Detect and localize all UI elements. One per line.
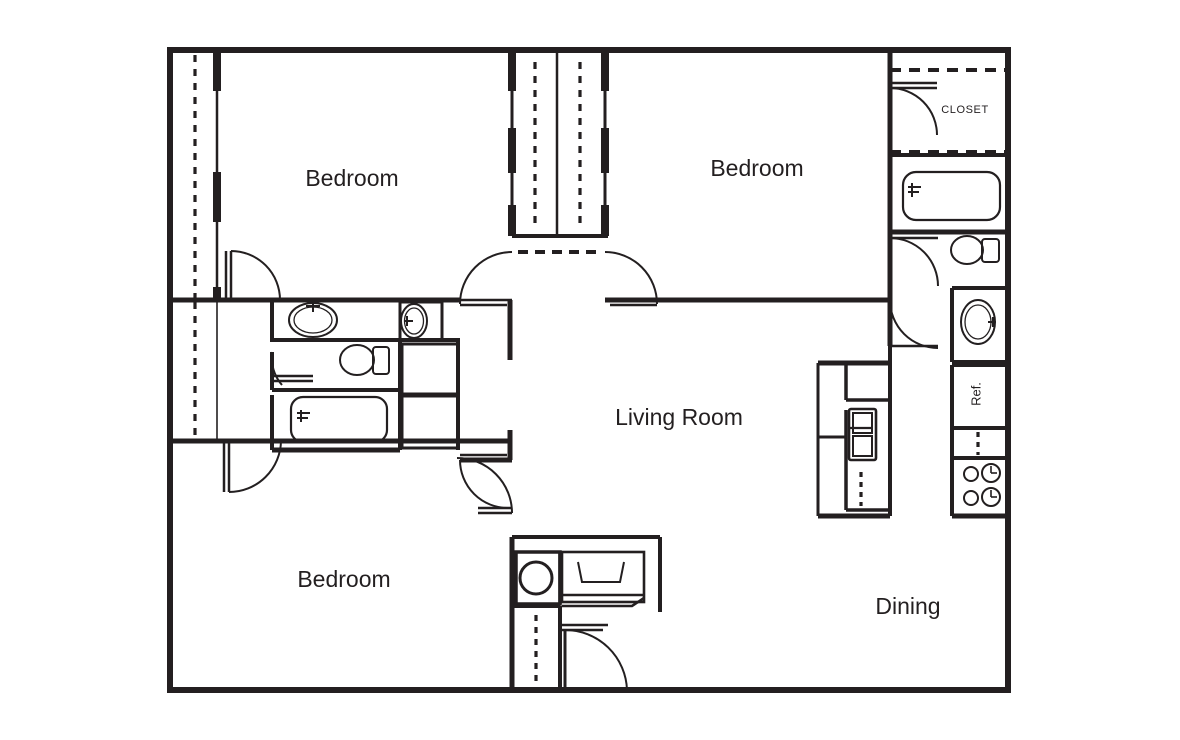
label-refrigerator: Ref.: [968, 382, 983, 406]
label-living-room: Living Room: [615, 404, 743, 430]
door-hall-right: [604, 251, 658, 307]
bathroom-master: [270, 297, 460, 453]
kitchen: [816, 346, 1008, 519]
laundry-closet: [509, 535, 662, 690]
closet-left-lower: [170, 302, 282, 493]
label-dining: Dining: [875, 593, 940, 619]
closet-top-right: [889, 68, 1008, 157]
label-bedroom-top-right: Bedroom: [710, 155, 803, 181]
label-bedroom-bottom: Bedroom: [297, 566, 390, 592]
closets-center: [508, 53, 609, 238]
exterior-walls: [167, 47, 1011, 693]
closet-left-upper: [170, 53, 233, 303]
label-closet-top-right: CLOSET: [941, 104, 989, 116]
bathroom-secondary: [887, 155, 1008, 364]
label-bedroom-top-left: Bedroom: [305, 165, 398, 191]
door-bedroom-bottom-entry: [531, 623, 628, 692]
walls-bedroom-bottom: [233, 438, 513, 515]
door-bedroom-topleft-closet: [224, 250, 281, 301]
door-hall-left: [459, 251, 513, 307]
